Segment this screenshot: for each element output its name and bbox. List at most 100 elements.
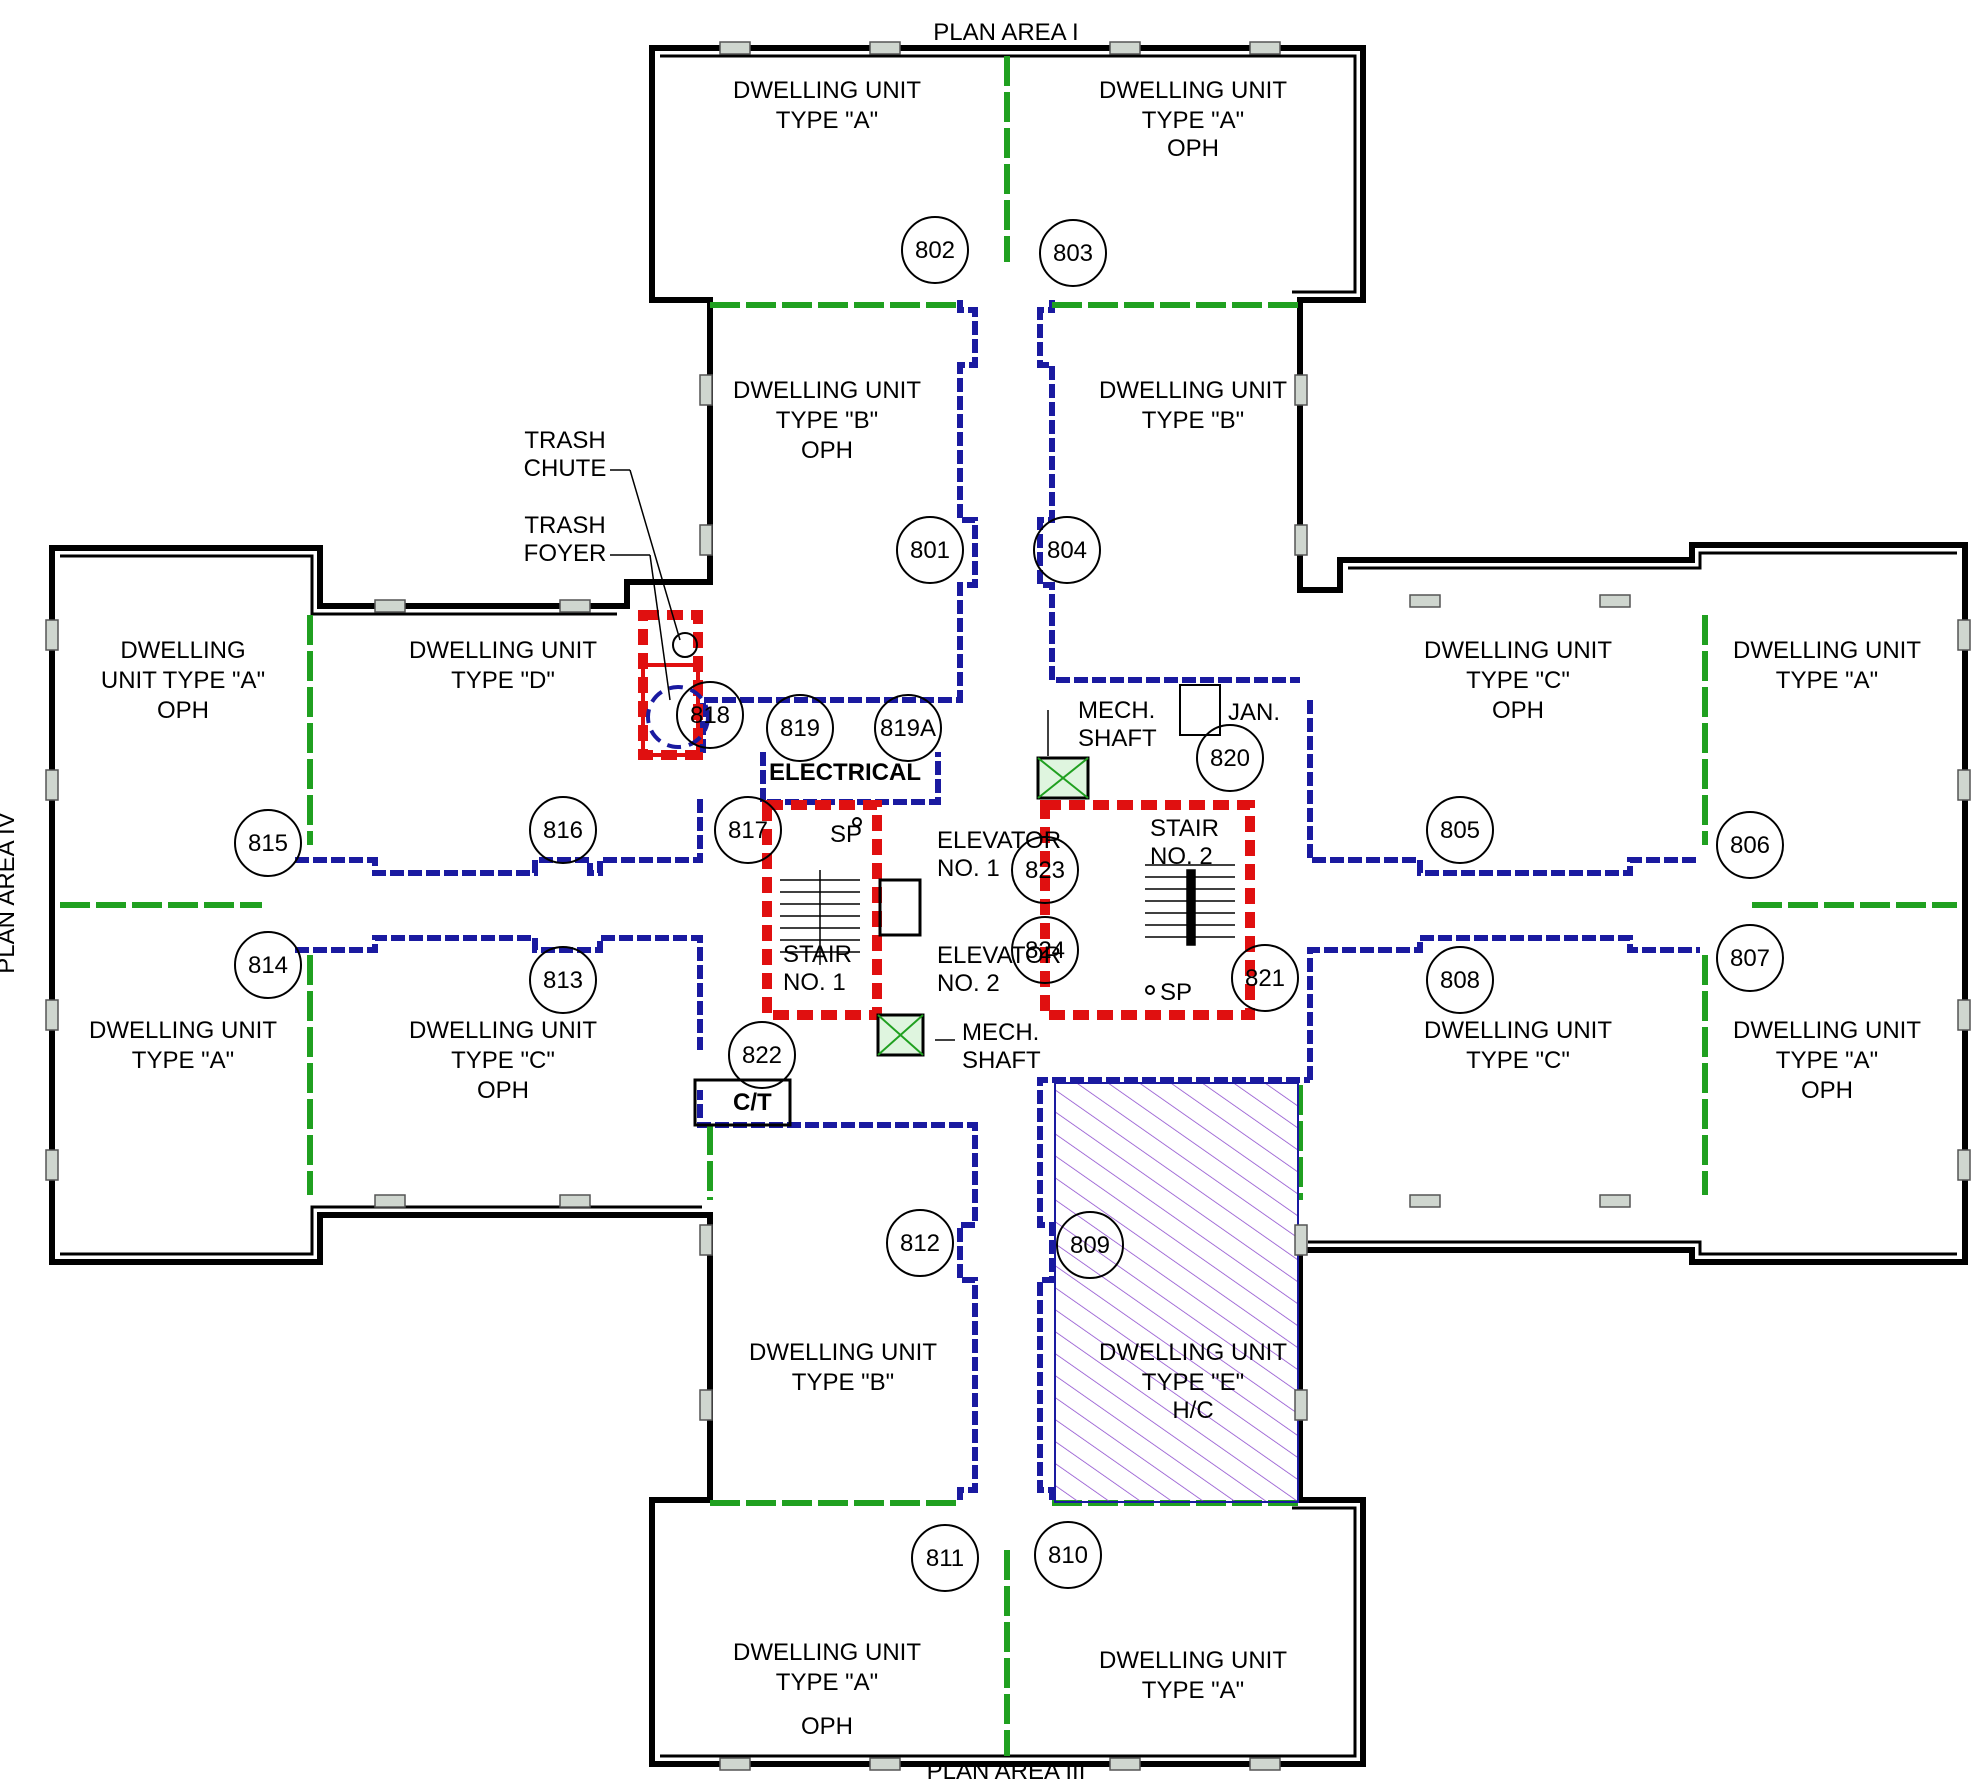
door-tag-822: 822 bbox=[742, 1042, 782, 1069]
door-tag-circle bbox=[234, 931, 302, 999]
door-tag-circle bbox=[1716, 924, 1784, 992]
unit-upper-left-b: DWELLING UNIT TYPE "B" OPH bbox=[733, 377, 921, 464]
stair-1-label-2: NO. 1 bbox=[783, 969, 846, 996]
trash-chute-circle bbox=[672, 632, 698, 658]
electrical-label: ELECTRICAL bbox=[769, 759, 921, 786]
door-tag-801: 801 bbox=[910, 537, 950, 564]
window-marks bbox=[45, 41, 1971, 1771]
trash-foyer-room bbox=[641, 663, 700, 757]
unit-label-line: DWELLING UNIT bbox=[1099, 1339, 1287, 1366]
door-tag-circle bbox=[1011, 836, 1079, 904]
elevator-1-label-2: NO. 1 bbox=[937, 855, 1000, 882]
door-tag-circle bbox=[901, 216, 969, 284]
unit-right-c-top: DWELLING UNIT TYPE "C" OPH bbox=[1424, 637, 1612, 724]
unit-right-bottom-a: DWELLING UNIT TYPE "A" OPH bbox=[1733, 1017, 1921, 1104]
door-tag-805: 805 bbox=[1440, 817, 1480, 844]
ct-room bbox=[693, 1078, 792, 1127]
unit-top-right-a: DWELLING UNIT TYPE "A" OPH bbox=[1099, 77, 1287, 162]
unit-label-line: TYPE "B" bbox=[792, 1369, 894, 1396]
door-tag-819a: 819A bbox=[880, 715, 936, 742]
unit-label-line: DWELLING bbox=[120, 637, 245, 664]
unit-left-d: DWELLING UNIT TYPE "D" bbox=[409, 637, 597, 694]
unit-label-line: TYPE "C" bbox=[1466, 1047, 1570, 1074]
door-tag-823: 823 bbox=[1025, 857, 1065, 884]
door-tag-circle bbox=[766, 694, 834, 762]
door-tag-circle bbox=[728, 1021, 796, 1089]
door-tag-815: 815 bbox=[248, 830, 288, 857]
unit-label-line: DWELLING UNIT bbox=[409, 1017, 597, 1044]
door-tag-812: 812 bbox=[900, 1230, 940, 1257]
unit-right-top-a: DWELLING UNIT TYPE "A" bbox=[1733, 637, 1921, 694]
stair-2-treads bbox=[1145, 864, 1235, 946]
trash-foyer-label: TRASH bbox=[524, 512, 605, 539]
door-tag-circle bbox=[676, 681, 744, 749]
unit-left-c: DWELLING UNIT TYPE "C" OPH bbox=[409, 1017, 597, 1104]
unit-label-line: OPH bbox=[157, 697, 209, 724]
trash-chute-label-2: CHUTE bbox=[524, 455, 607, 482]
door-tag-circle bbox=[1426, 796, 1494, 864]
exterior-walls bbox=[49, 45, 1968, 1767]
unit-label-line: UNIT TYPE "A" bbox=[101, 667, 265, 694]
mech-shaft-bottom-box bbox=[876, 1013, 925, 1057]
unit-label-line: DWELLING UNIT bbox=[749, 1339, 937, 1366]
jan-label: JAN. bbox=[1228, 699, 1280, 726]
mech-shaft-top-label: MECH. bbox=[1078, 697, 1155, 724]
unit-label-line: DWELLING UNIT bbox=[733, 1639, 921, 1666]
unit-label-line: TYPE "D" bbox=[451, 667, 555, 694]
door-tag-circle bbox=[874, 694, 942, 762]
door-tag-circle bbox=[1011, 916, 1079, 984]
sp-label-stair-2: SP bbox=[1160, 979, 1192, 1006]
door-tag-818: 818 bbox=[690, 702, 730, 729]
unit-label-line: TYPE "A" bbox=[776, 107, 878, 134]
door-tag-circle bbox=[1231, 944, 1299, 1012]
trash-foyer-marker bbox=[646, 685, 710, 749]
door-tag-circle bbox=[1039, 219, 1107, 287]
unit-right-c-bottom: DWELLING UNIT TYPE "C" bbox=[1424, 1017, 1612, 1074]
unit-label-line: DWELLING UNIT bbox=[1733, 1017, 1921, 1044]
exterior-wall-inner bbox=[60, 54, 1957, 1758]
unit-lower-right-e: DWELLING UNIT TYPE "E" H/C bbox=[1099, 1339, 1287, 1424]
trash-chute-label: TRASH bbox=[524, 427, 605, 454]
unit-label-line: TYPE "B" bbox=[776, 407, 878, 434]
unit-label-line: TYPE "B" bbox=[1142, 407, 1244, 434]
unit-label-line: DWELLING UNIT bbox=[1733, 637, 1921, 664]
sp-marker bbox=[852, 817, 862, 827]
unit-upper-right-b: DWELLING UNIT TYPE "B" bbox=[1099, 377, 1287, 434]
unit-label-line: TYPE "A" bbox=[1142, 107, 1244, 134]
unit-label-line: OPH bbox=[477, 1077, 529, 1104]
door-tag-circle bbox=[1033, 516, 1101, 584]
partition-walls bbox=[295, 300, 1700, 1500]
unit-label-line: H/C bbox=[1172, 1397, 1213, 1424]
unit-label-line: DWELLING UNIT bbox=[1424, 637, 1612, 664]
unit-label-line: OPH bbox=[801, 1713, 853, 1740]
door-tag-circle bbox=[1716, 811, 1784, 879]
unit-label-line: TYPE "A" bbox=[776, 1669, 878, 1696]
plan-area-top-label: PLAN AREA I bbox=[933, 19, 1078, 46]
mech-shaft-top-label-2: SHAFT bbox=[1078, 725, 1157, 752]
unit-bottom-left-a: DWELLING UNIT TYPE "A" OPH bbox=[733, 1639, 921, 1740]
unit-label-line: DWELLING UNIT bbox=[1099, 77, 1287, 104]
unit-label-line: DWELLING UNIT bbox=[409, 637, 597, 664]
elevator-pit bbox=[878, 878, 922, 937]
door-tag-802: 802 bbox=[915, 237, 955, 264]
ct-label: C/T bbox=[733, 1089, 772, 1116]
stair-2-label: STAIR bbox=[1150, 815, 1219, 842]
unit-top-left-a: DWELLING UNIT TYPE "A" bbox=[733, 77, 921, 134]
unit-label-line: OPH bbox=[1492, 697, 1544, 724]
unit-label-line: TYPE "C" bbox=[1466, 667, 1570, 694]
door-tag-819: 819 bbox=[780, 715, 820, 742]
unit-label-line: TYPE "A" bbox=[1776, 1047, 1878, 1074]
unit-label-line: TYPE "C" bbox=[451, 1047, 555, 1074]
door-tag-824: 824 bbox=[1025, 937, 1065, 964]
door-tag-804: 804 bbox=[1047, 537, 1087, 564]
unit-left-bottom-a: DWELLING UNIT TYPE "A" bbox=[89, 1017, 277, 1074]
unit-e-hatch bbox=[1054, 1082, 1299, 1503]
door-tag-814: 814 bbox=[248, 952, 288, 979]
door-tag-circle bbox=[1196, 724, 1264, 792]
elevator-2-label-2: NO. 2 bbox=[937, 970, 1000, 997]
stair-1-treads bbox=[780, 870, 860, 965]
door-tag-806: 806 bbox=[1730, 832, 1770, 859]
door-tag-810: 810 bbox=[1048, 1542, 1088, 1569]
unit-label-line: DWELLING UNIT bbox=[89, 1017, 277, 1044]
